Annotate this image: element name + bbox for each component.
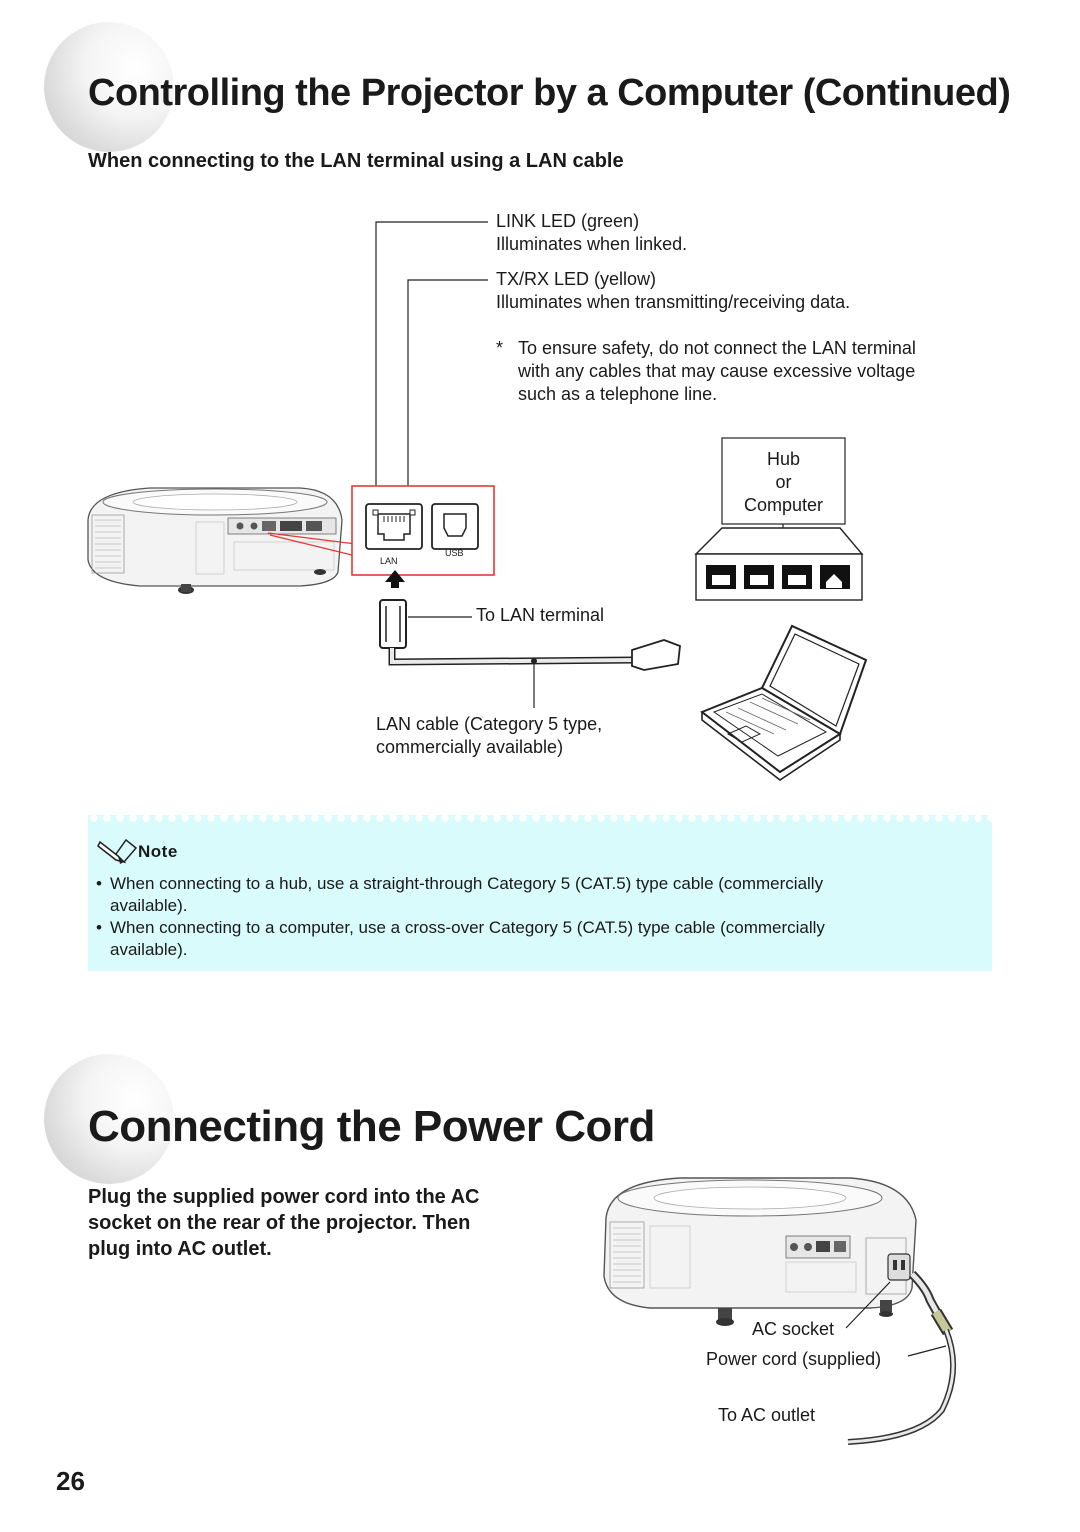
- note-box: [88, 815, 992, 971]
- warning-asterisk: *: [496, 338, 504, 358]
- section-subtitle: When connecting to the LAN terminal usin…: [88, 150, 624, 172]
- hub-label-or: or: [775, 472, 792, 492]
- note-item: • When connecting to a hub, use a straig…: [96, 873, 976, 917]
- intro-line-3: plug into AC outlet.: [88, 1238, 272, 1260]
- lan-port-label: LAN: [380, 556, 398, 566]
- warning-line-2: with any cables that may cause excessive…: [518, 361, 916, 381]
- note-item-line-2: available).: [110, 940, 188, 959]
- note-item-line-2: available).: [110, 896, 188, 915]
- lan-connection-diagram: [87, 221, 868, 781]
- hub-label-computer: Computer: [743, 495, 824, 515]
- section-heading-decoration: [44, 1054, 174, 1184]
- link-led-leader-line: [375, 221, 488, 516]
- to-lan-terminal-label: To LAN terminal: [476, 605, 605, 625]
- lan-port-zoom: [351, 485, 495, 588]
- power-cord-leader-line: [907, 1345, 947, 1357]
- section-title: Connecting the Power Cord: [88, 1102, 655, 1151]
- note-bullet: •: [96, 918, 102, 937]
- power-cord-label: Power cord (supplied): [706, 1349, 882, 1369]
- power-cord-illustration: [847, 1270, 957, 1445]
- intro-line-2: socket on the rear of the projector. The…: [88, 1212, 471, 1234]
- power-cord-diagram: [603, 1177, 957, 1445]
- note-heading: Note: [138, 842, 178, 861]
- note-item-line-1: When connecting to a hub, use a straight…: [110, 874, 824, 893]
- note-item-line-1: When connecting to a computer, use a cro…: [110, 918, 825, 937]
- txrx-led-description: Illuminates when transmitting/receiving …: [496, 292, 851, 312]
- lan-cable-illustration: [379, 599, 681, 708]
- projector-illustration: [603, 1177, 917, 1326]
- intro-line-1: Plug the supplied power cord into the AC: [88, 1186, 480, 1208]
- txrx-led-leader-line: [407, 279, 488, 516]
- link-led-label: LINK LED (green): [496, 211, 640, 231]
- page-title: Controlling the Projector by a Computer …: [88, 72, 1011, 114]
- lan-cable-label-line-1: LAN cable (Category 5 type,: [376, 714, 603, 734]
- note-bullet: •: [96, 874, 102, 893]
- warning-line-3: such as a telephone line.: [518, 384, 718, 404]
- projector-illustration: [87, 487, 357, 594]
- link-led-description: Illuminates when linked.: [496, 234, 688, 254]
- section-heading-decoration: [44, 22, 174, 152]
- page-number: 26: [56, 1466, 85, 1496]
- ac-socket-label: AC socket: [752, 1319, 835, 1339]
- lan-cable-label-line-2: commercially available): [376, 737, 564, 757]
- warning-line-1: To ensure safety, do not connect the LAN…: [518, 338, 916, 358]
- laptop-illustration: [699, 624, 868, 781]
- pencil-icon: [97, 838, 138, 864]
- txrx-led-label: TX/RX LED (yellow): [496, 269, 657, 289]
- note-item: • When connecting to a computer, use a c…: [96, 917, 976, 961]
- hub-illustration: [694, 437, 864, 601]
- ac-socket-leader-line: [845, 1281, 891, 1329]
- note-box-dotted-border: [88, 813, 992, 823]
- to-ac-outlet-label: To AC outlet: [718, 1405, 816, 1425]
- hub-label-hub: Hub: [766, 449, 801, 469]
- usb-port-label: USB: [445, 548, 464, 558]
